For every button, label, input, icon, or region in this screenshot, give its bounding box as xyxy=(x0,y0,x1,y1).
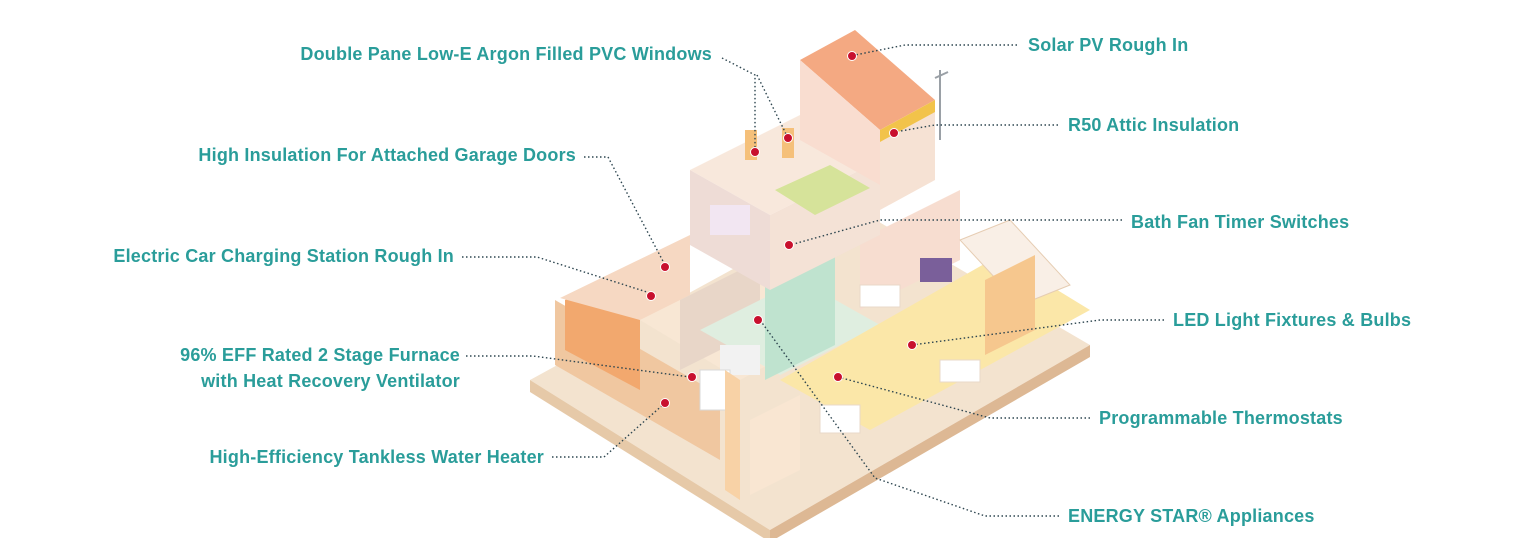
marker-water-heater xyxy=(660,398,670,408)
patio-door xyxy=(985,255,1035,355)
roof xyxy=(800,30,935,130)
hallway-wall xyxy=(680,260,760,370)
marker-furnace xyxy=(687,372,697,382)
label-water-heater: High-Efficiency Tankless Water Heater xyxy=(209,447,544,467)
label-furnace-line1: 96% EFF Rated 2 Stage Furnace xyxy=(180,345,460,365)
tv xyxy=(920,258,952,282)
slab-edge-left xyxy=(530,380,770,538)
label-bath-fan: Bath Fan Timer Switches xyxy=(1131,212,1350,232)
marker-thermostats xyxy=(833,372,843,382)
bed xyxy=(775,165,870,215)
marker-appliances xyxy=(753,315,763,325)
slab-edge-right xyxy=(770,345,1090,538)
leader-led xyxy=(911,319,1164,346)
front-wall-segment xyxy=(725,370,740,500)
leader-water-heater xyxy=(552,402,666,458)
leader-bath-fan xyxy=(789,219,1122,246)
markers xyxy=(646,51,917,408)
dining-table xyxy=(819,404,861,434)
marker-solar xyxy=(847,51,857,61)
leader-appliances xyxy=(759,319,1059,517)
leader-attic xyxy=(894,124,1058,133)
label-garage-doors: High Insulation For Attached Garage Door… xyxy=(198,145,576,165)
marker-car-charging xyxy=(646,291,656,301)
leader-thermostats xyxy=(837,376,1090,419)
marker-bath-fan xyxy=(784,240,794,250)
leader-windows-1 xyxy=(721,57,756,152)
dining-nook xyxy=(750,395,800,495)
label-car-charging: Electric Car Charging Station Rough In xyxy=(113,246,454,266)
garage-door xyxy=(565,293,640,390)
garage-wall xyxy=(560,235,690,320)
marker-led xyxy=(907,340,917,350)
leader-solar xyxy=(854,44,1017,56)
label-furnace-line2: with Heat Recovery Ventilator xyxy=(201,371,460,391)
label-furnace: 96% EFF Rated 2 Stage Furnace with Heat … xyxy=(100,342,460,394)
leader-furnace xyxy=(466,355,691,378)
label-attic: R50 Attic Insulation xyxy=(1068,115,1240,135)
leader-car-charging xyxy=(462,256,651,294)
label-appliances: ENERGY STAR® Appliances xyxy=(1068,506,1315,526)
marker-windows-right xyxy=(783,133,793,143)
label-solar: Solar PV Rough In xyxy=(1028,35,1189,55)
marker-garage-doors xyxy=(660,262,670,272)
living-wall xyxy=(860,190,960,310)
leader-garage-doors xyxy=(584,156,666,266)
sofa xyxy=(859,284,901,308)
antenna-arm xyxy=(934,71,949,79)
armchair xyxy=(939,359,981,383)
label-windows: Double Pane Low-E Argon Filled PVC Windo… xyxy=(300,44,712,64)
leader-lines xyxy=(462,44,1164,517)
tower-wall-left xyxy=(800,60,880,185)
marker-attic xyxy=(889,128,899,138)
marker-windows-left xyxy=(750,147,760,157)
label-thermostats: Programmable Thermostats xyxy=(1099,408,1343,428)
bathroom xyxy=(710,205,750,235)
label-led: LED Light Fixtures & Bulbs xyxy=(1173,310,1412,330)
